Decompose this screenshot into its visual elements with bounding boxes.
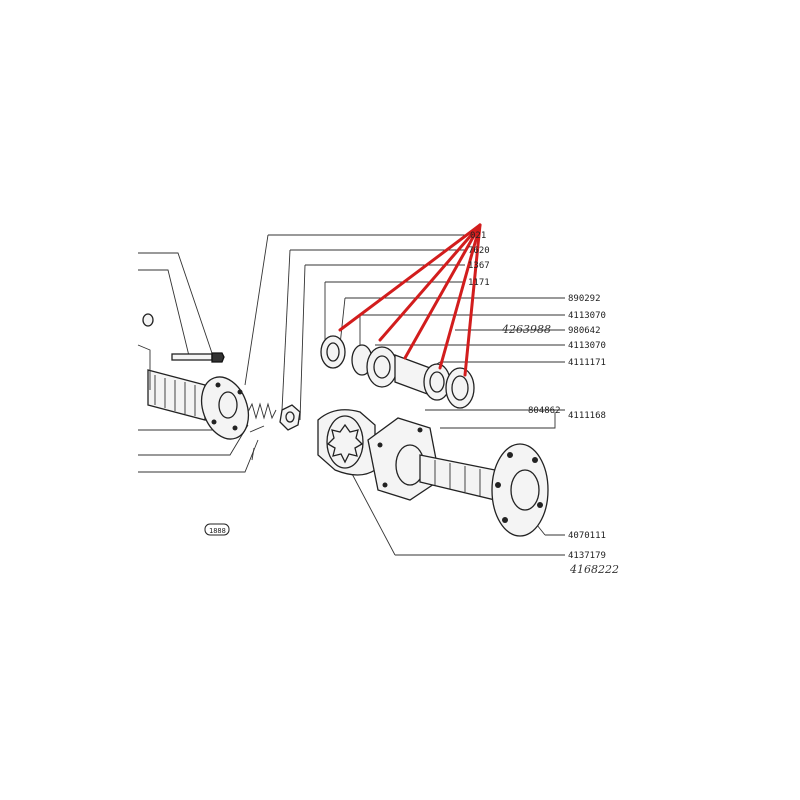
red-arrow-3 <box>403 223 482 360</box>
page-badge: 1888 <box>204 523 230 536</box>
label-4137179: 4137179 <box>568 551 606 561</box>
label-804862: 804862 <box>528 406 561 416</box>
part-number-labels: 021 7620 1367 1171 890292 4113070 426398… <box>468 231 619 576</box>
label-4111168: 4111168 <box>568 411 606 421</box>
left-shaft-assembly <box>137 313 250 440</box>
label-021: 021 <box>470 231 486 241</box>
label-4168222: 4168222 <box>569 563 619 576</box>
label-4113070-b: 4113070 <box>568 341 606 351</box>
red-arrow-4 <box>438 223 482 370</box>
bearing-stack <box>320 335 475 409</box>
spring-and-nut <box>247 402 301 461</box>
badge-text: 1888 <box>209 527 226 535</box>
label-4111171: 4111171 <box>568 358 606 368</box>
housing-flange-shaft <box>317 409 549 537</box>
label-980642: 980642 <box>568 326 601 336</box>
red-arrow-1 <box>338 223 482 332</box>
left-leader-lines <box>138 234 465 473</box>
red-arrow-2 <box>378 223 482 342</box>
red-highlight-arrows <box>338 223 482 377</box>
label-1171: 1171 <box>468 278 490 288</box>
label-4070111: 4070111 <box>568 531 606 541</box>
red-arrow-5 <box>463 223 482 377</box>
label-4263988: 4263988 <box>501 323 551 336</box>
label-890292: 890292 <box>568 294 601 304</box>
label-1367: 1367 <box>468 261 490 271</box>
label-4113070-a: 4113070 <box>568 311 606 321</box>
label-7620: 7620 <box>468 246 490 256</box>
